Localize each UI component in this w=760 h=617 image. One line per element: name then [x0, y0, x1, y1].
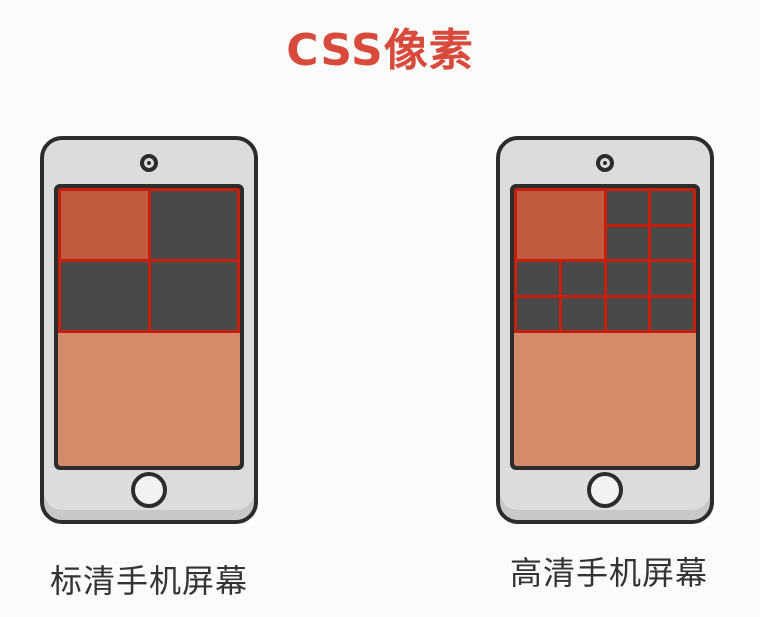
- device-pixel: [606, 297, 649, 330]
- screen-area: [514, 188, 696, 466]
- caption-hd: 高清手机屏幕: [510, 554, 709, 592]
- css-pixel: [61, 262, 148, 330]
- page-title: CSS像素: [286, 25, 474, 76]
- screen-area: [58, 188, 240, 466]
- home-button-icon: [131, 472, 167, 508]
- camera-icon: [596, 154, 614, 172]
- device-pixel: [517, 297, 559, 330]
- device-pixel: [606, 262, 649, 295]
- device-pixel: [517, 262, 559, 295]
- camera-icon: [140, 154, 158, 172]
- css-pixel-highlighted: [517, 191, 604, 259]
- phone-standard: [40, 136, 258, 524]
- device-pixel: [561, 262, 604, 295]
- phone-screen: [510, 184, 700, 470]
- css-pixel: [150, 262, 237, 330]
- phone-hd: [496, 136, 714, 524]
- css-pixel: [150, 191, 237, 259]
- phone-screen: [54, 184, 244, 470]
- device-pixel: [561, 297, 604, 330]
- device-pixel: [606, 226, 649, 259]
- device-pixel: [651, 262, 693, 295]
- pixel-grid: [58, 188, 240, 333]
- css-pixel-highlighted: [61, 191, 148, 259]
- device-pixel: [651, 191, 693, 224]
- device-pixel: [651, 297, 693, 330]
- device-pixel: [651, 226, 693, 259]
- caption-standard: 标清手机屏幕: [50, 562, 249, 600]
- pixel-grid: [514, 188, 696, 333]
- home-button-icon: [587, 472, 623, 508]
- device-pixel: [606, 191, 649, 224]
